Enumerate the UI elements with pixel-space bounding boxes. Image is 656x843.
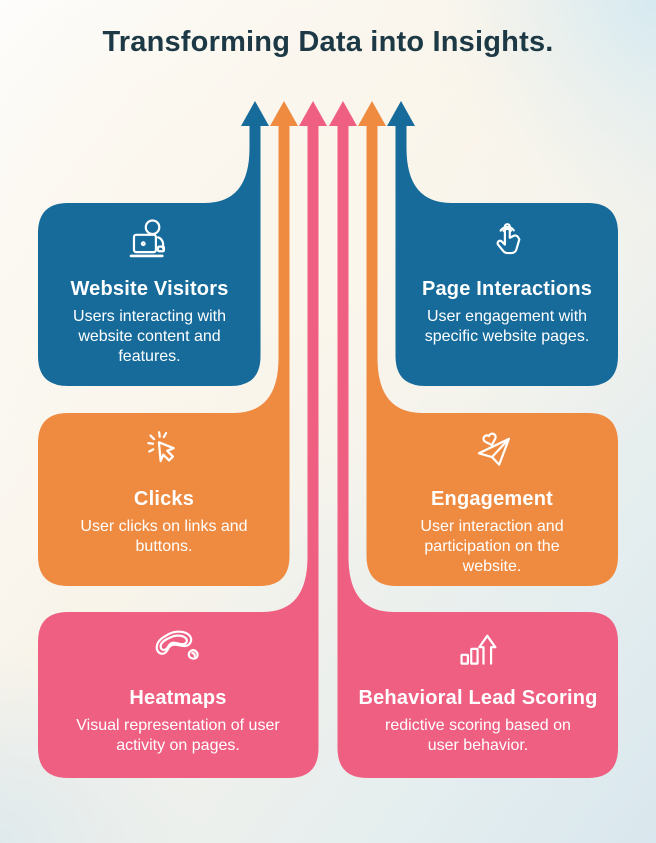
flow-shape-website-visitors bbox=[38, 101, 269, 386]
paper-plane-heart-icon bbox=[477, 432, 510, 466]
card-description: User clicks on links and buttons. bbox=[80, 518, 248, 555]
card-engagement: Engagement User interaction and particip… bbox=[366, 413, 618, 586]
card-title: Clicks bbox=[133, 488, 195, 510]
card-title: Page Interactions bbox=[421, 278, 593, 300]
card-behavioral-lead-scoring: Behavioral Lead Scoring redictive scorin… bbox=[338, 612, 618, 778]
card-description: Users interacting with website content a… bbox=[73, 308, 226, 365]
page-title: Transforming Data into Insights. bbox=[102, 26, 554, 58]
card-title: Website Visitors bbox=[70, 278, 229, 300]
card-description: User interaction and participation on th… bbox=[420, 518, 564, 575]
flow-shape-behavioral-lead-scoring bbox=[329, 101, 618, 778]
card-heatmaps: Heatmaps Visual representation of user a… bbox=[38, 612, 318, 778]
laptop-user-icon bbox=[129, 219, 165, 258]
flow-shape-heatmaps bbox=[38, 101, 327, 778]
tap-click-icon bbox=[496, 223, 521, 255]
card-description: Visual representation of user activity o… bbox=[76, 717, 280, 754]
cursor-click-icon bbox=[147, 431, 175, 463]
heatmap-icon bbox=[155, 630, 199, 660]
card-description: User engagement with specific website pa… bbox=[424, 308, 590, 345]
bar-chart-growth-icon bbox=[460, 634, 497, 665]
card-description: redictive scoring based on user behavior… bbox=[385, 717, 571, 754]
card-title: Behavioral Lead Scoring bbox=[358, 687, 598, 709]
flow-shape-clicks bbox=[38, 101, 298, 586]
card-page-interactions: Page Interactions User engagement with s… bbox=[396, 203, 618, 386]
card-clicks: Clicks User clicks on links and buttons. bbox=[38, 413, 290, 586]
card-title: Heatmaps bbox=[129, 687, 227, 709]
card-website-visitors: Website Visitors Users interacting with … bbox=[38, 203, 261, 386]
card-title: Engagement bbox=[430, 488, 554, 510]
flow-shape-engagement bbox=[358, 101, 618, 586]
